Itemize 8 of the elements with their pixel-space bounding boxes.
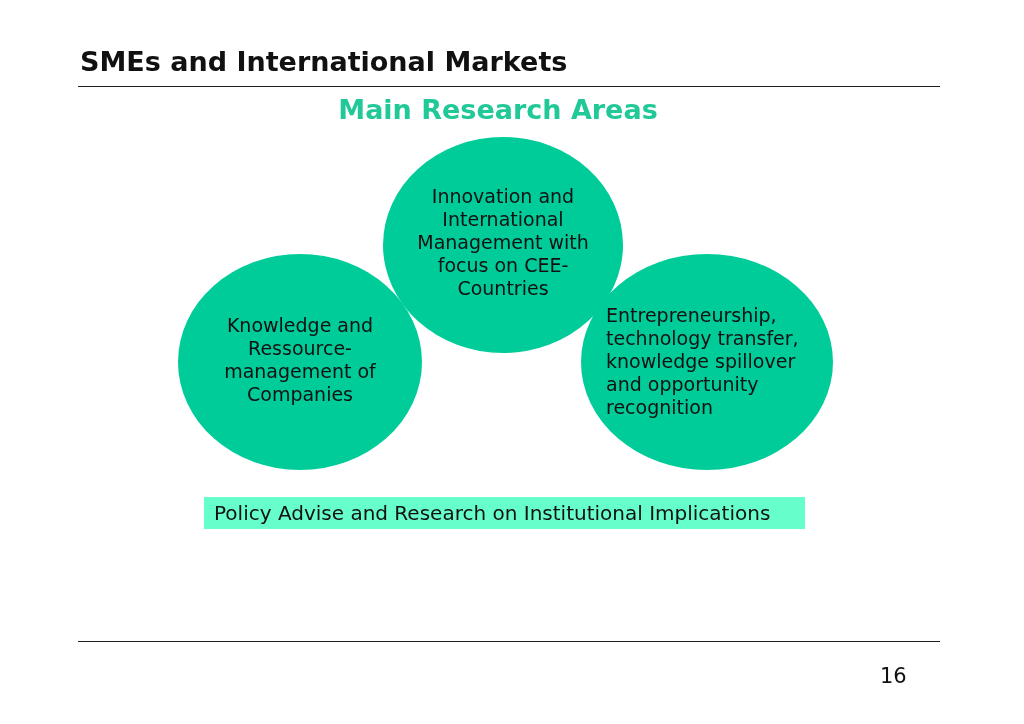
page-number: 16 xyxy=(880,664,907,688)
policy-banner xyxy=(204,497,805,529)
area-text: Innovation and International Management with focus on CEE-Countries xyxy=(416,185,590,300)
slide-title: SMEs and International Markets xyxy=(80,46,568,77)
area-text: Entrepreneurship, technology transfer, knowledge spillover and opportunity recognition xyxy=(606,304,800,419)
section-heading: Main Research Areas xyxy=(337,94,659,125)
banner-text: Policy Advise and Research on Institutional Implications xyxy=(214,500,772,526)
area-text: Knowledge and Ressource-management of Companies xyxy=(223,314,377,406)
